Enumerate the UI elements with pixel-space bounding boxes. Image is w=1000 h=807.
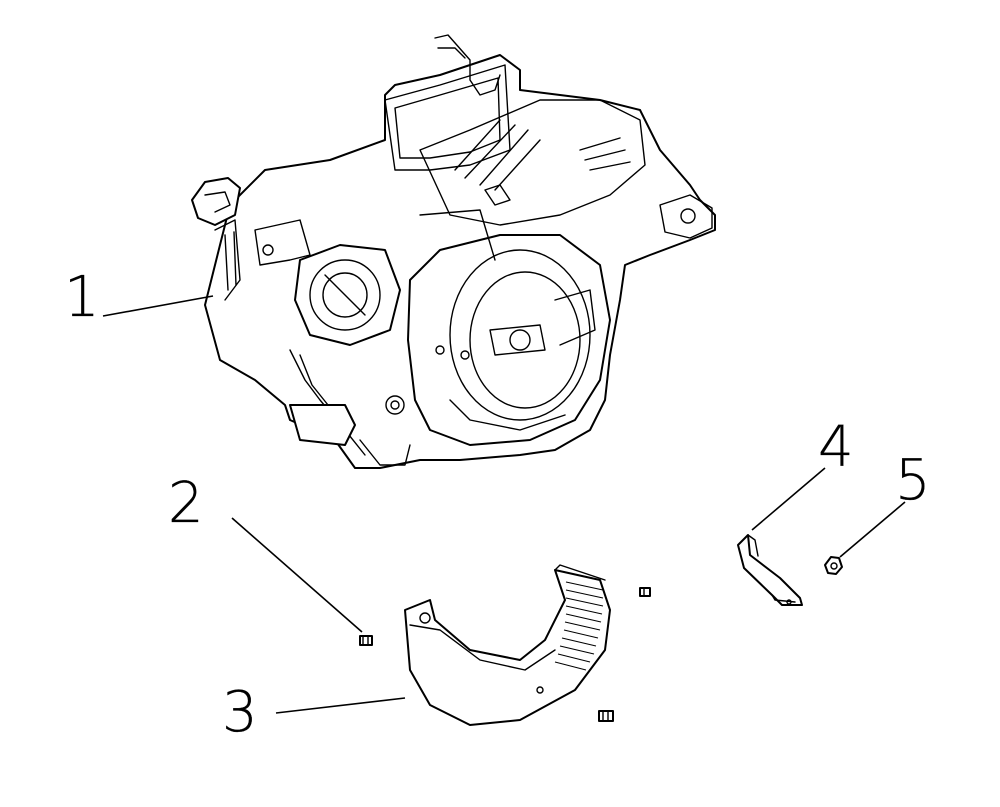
callout-number-2: 2 bbox=[168, 471, 204, 536]
leader-line-2 bbox=[231, 517, 363, 633]
bracket-part bbox=[737, 534, 803, 606]
callout-number-5: 5 bbox=[895, 448, 931, 513]
nut-part bbox=[824, 556, 843, 575]
callout-number-4: 4 bbox=[818, 415, 854, 480]
callout-number-1: 1 bbox=[64, 265, 100, 330]
bolt-part bbox=[359, 587, 651, 722]
leader-line-5 bbox=[839, 501, 906, 558]
engine-assembly bbox=[191, 34, 716, 469]
leader-line-3 bbox=[275, 697, 406, 714]
cover-part bbox=[404, 564, 611, 726]
leader-line-4 bbox=[751, 467, 826, 531]
leader-line-1 bbox=[102, 295, 214, 317]
callout-number-3: 3 bbox=[222, 680, 258, 745]
